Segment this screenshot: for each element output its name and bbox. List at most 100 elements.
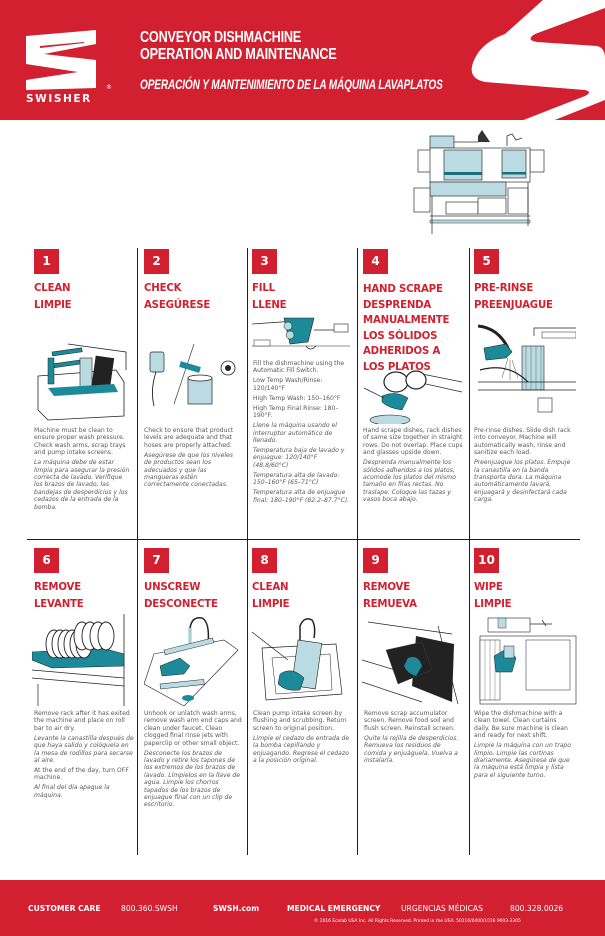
website-link[interactable]: SWSH.com bbox=[213, 904, 260, 913]
step-title: WIPE LIMPIE bbox=[474, 579, 512, 613]
conveyor-dishmachine-illustration-icon bbox=[413, 130, 545, 234]
description-en: Remove rack after it has exited the mach… bbox=[34, 710, 130, 732]
step-description: Fill the dishmachine using the Automatic… bbox=[253, 360, 351, 507]
description-en: Machine must be clean to ensure proper w… bbox=[34, 427, 126, 457]
medical-emergency-label: MEDICAL EMERGENCY bbox=[287, 904, 381, 913]
step-title-es: LIMPIE bbox=[474, 599, 512, 610]
step-title-es: ASEGÚRESE bbox=[144, 300, 211, 311]
description-es: Quite la rejilla de desperdicios. Remuev… bbox=[364, 734, 459, 765]
step-description: Hand scrape dishes, rack dishes of same … bbox=[363, 427, 463, 506]
column-divider bbox=[137, 539, 138, 855]
pre-rinse-spray-illustration-icon bbox=[478, 324, 576, 413]
end-of-day-es: Al final del día apague la máquina. bbox=[34, 784, 110, 799]
step-title: CHECK ASEGÚRESE bbox=[144, 280, 210, 314]
step-title: PRE-RINSE PREENJUAGUE bbox=[474, 280, 553, 314]
description-en: Remove scrap accumulator screen. Remove … bbox=[364, 710, 455, 732]
customer-care-label: CUSTOMER CARE bbox=[28, 904, 101, 913]
column-divider bbox=[469, 248, 470, 539]
footer: CUSTOMER CARE 800.360.SWSH SWSH.com MEDI… bbox=[0, 880, 605, 936]
step-title: REMOVE LEVANTE bbox=[34, 579, 84, 613]
title-line-1: CONVEYOR DISHMACHINE bbox=[140, 29, 302, 46]
step-title: HAND SCRAPE DESPRENDA MANUALMENTE LOS SÓ… bbox=[363, 282, 449, 375]
step-title-en: WIPE bbox=[474, 582, 503, 593]
brand-name: SWISHER bbox=[26, 93, 92, 105]
swoosh-s-decoration-icon bbox=[471, 0, 605, 120]
step-title-es-line: DESPRENDA bbox=[363, 299, 432, 311]
step-description: Remove rack after it has exited the mach… bbox=[34, 710, 134, 802]
description-es: Limpie la máquina con un trapo limpio. L… bbox=[474, 742, 572, 779]
dish-rack-roll-bar-illustration-icon bbox=[32, 614, 125, 706]
step-number-badge: 10 bbox=[474, 548, 499, 573]
step-title-es-line: LOS SÓLIDOS bbox=[363, 330, 438, 342]
swisher-s-logo-icon bbox=[26, 30, 96, 90]
step-title: CLEAN LIMPIE bbox=[34, 280, 72, 314]
column-divider bbox=[137, 248, 138, 539]
description-en: Unhook or unlatch wash arms, remove wash… bbox=[144, 710, 242, 747]
step-title-es-line: LOS PLATOS bbox=[363, 361, 431, 373]
cleaning-wash-arms-illustration-icon bbox=[37, 343, 127, 421]
description-es: Desconecte los brazos de lavado y retire… bbox=[144, 749, 241, 809]
row-divider bbox=[27, 539, 580, 540]
step-number-badge: 1 bbox=[34, 249, 59, 274]
step-description: Unhook or unlatch wash arms, remove wash… bbox=[144, 710, 244, 811]
step-title-es: DESCONECTE bbox=[144, 599, 218, 610]
title-line-2: OPERATION AND MAINTENANCE bbox=[140, 46, 337, 63]
description-en: Clean pump intake screen by flushing and… bbox=[253, 710, 347, 732]
step-title-en: HAND SCRAPE bbox=[363, 284, 443, 295]
hand-scraping-dishes-illustration-icon bbox=[363, 370, 462, 424]
medical-emergency-label-es: URGENCIAS MÉDICAS bbox=[401, 904, 483, 913]
step-title: CLEAN LIMPIE bbox=[252, 579, 290, 613]
description-es: La máquina debe de estar limpia para ase… bbox=[34, 459, 130, 511]
customer-care-phone[interactable]: 800.360.SWSH bbox=[121, 904, 178, 913]
step-number-badge: 3 bbox=[252, 249, 277, 274]
step-title-es-line: ADHERIDOS A bbox=[363, 346, 441, 357]
medical-emergency-phone[interactable]: 800.328.0026 bbox=[510, 904, 564, 913]
low-temp-wash-rinse-es: Temperatura baja de lavado y enjuague: 1… bbox=[253, 447, 345, 469]
high-temp-wash-es: Temperatura alta de lavado: 150–160°F (6… bbox=[253, 471, 340, 487]
step-title-es: REMUEVA bbox=[363, 599, 417, 610]
step-title-es: LIMPIE bbox=[34, 300, 72, 311]
step-title-es: PREENJUAGUE bbox=[474, 300, 553, 311]
step-number-badge: 6 bbox=[34, 548, 59, 573]
description-en: Wipe the dishmachine with a clean towel.… bbox=[474, 710, 568, 740]
high-temp-final-rinse: High Temp Final Rinse: 180–190°F. bbox=[253, 404, 339, 420]
description-es: Preenjuague los platos. Empuje la canast… bbox=[474, 459, 571, 504]
step-description: Wipe the dishmachine with a clean towel.… bbox=[474, 710, 574, 782]
step-title-en: FILL bbox=[252, 283, 275, 294]
description-es: Limpie el cedazo de entrada de la bomba … bbox=[253, 734, 350, 765]
step-title-en: PRE-RINSE bbox=[474, 283, 534, 294]
step-number-badge: 4 bbox=[363, 249, 388, 274]
page-title-es: OPERACIÓN Y MANTENIMIENTO DE LA MÁQUINA … bbox=[140, 76, 443, 92]
step-number-badge: 8 bbox=[252, 548, 277, 573]
column-divider bbox=[247, 539, 248, 855]
description-es: Asegúrese de que los niveles de producto… bbox=[144, 451, 233, 489]
product-check-illustration-icon bbox=[149, 343, 236, 407]
step-title-en: CHECK bbox=[144, 283, 182, 294]
step-number-badge: 7 bbox=[144, 548, 169, 573]
column-divider bbox=[357, 539, 358, 855]
step-title-en: REMOVE bbox=[363, 582, 410, 593]
step-description: Check to ensure that product levels are … bbox=[144, 427, 242, 491]
step-description: Remove scrap accumulator screen. Remove … bbox=[364, 710, 464, 767]
wiping-dishmachine-illustration-icon bbox=[479, 617, 577, 705]
step-title-en: CLEAN bbox=[34, 283, 71, 294]
step-title: REMOVE REMUEVA bbox=[363, 579, 417, 613]
step-title-es: LIMPIE bbox=[252, 599, 290, 610]
wash-arm-faucet-illustration-icon bbox=[144, 616, 239, 706]
page-title-en: CONVEYOR DISHMACHINE OPERATION AND MAINT… bbox=[140, 29, 337, 63]
column-divider bbox=[469, 539, 470, 855]
step-title-en: CLEAN bbox=[252, 582, 289, 593]
low-temp-wash-rinse: Low Temp Wash/Rinse: 120/140°F bbox=[253, 377, 323, 392]
description-en: Check to ensure that product levels are … bbox=[144, 427, 234, 449]
step-title-en: UNSCREW bbox=[144, 582, 201, 593]
swisher-logo: ® SWISHER bbox=[26, 30, 112, 108]
description-es: Desprenda manualmente los sólidos adheri… bbox=[363, 459, 456, 504]
pump-intake-screen-illustration-icon bbox=[252, 618, 343, 701]
description-en: Pre-rinse dishes. Slide dish rack into c… bbox=[474, 427, 571, 457]
description-en: Hand scrape dishes, rack dishes of same … bbox=[363, 427, 463, 457]
step-title-es: LLENE bbox=[252, 300, 287, 311]
step-number-badge: 9 bbox=[363, 548, 388, 573]
column-divider bbox=[247, 248, 248, 539]
step-number-badge: 2 bbox=[144, 249, 169, 274]
description-en: Fill the dishmachine using the Automatic… bbox=[253, 360, 345, 375]
